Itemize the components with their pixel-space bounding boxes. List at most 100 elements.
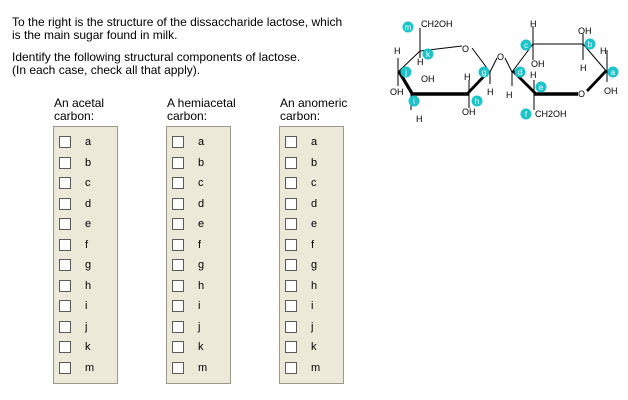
checkbox[interactable] <box>285 136 297 148</box>
option-b[interactable]: b <box>59 155 91 171</box>
option-g[interactable]: g <box>285 257 317 273</box>
option-g[interactable]: g <box>59 257 91 273</box>
checkbox[interactable] <box>172 156 184 169</box>
checkbox[interactable] <box>172 300 184 312</box>
checkbox[interactable] <box>172 136 184 148</box>
option-label: f <box>198 238 202 251</box>
checkbox[interactable] <box>285 361 297 374</box>
option-d[interactable]: d <box>285 196 317 212</box>
checkbox[interactable] <box>285 218 297 230</box>
checkbox[interactable] <box>172 218 184 230</box>
option-f[interactable]: f <box>285 237 314 253</box>
option-m[interactable]: m <box>172 360 207 376</box>
checkbox[interactable] <box>285 259 297 271</box>
option-a[interactable]: a <box>172 134 204 150</box>
label-marker-h <box>471 95 483 107</box>
option-b[interactable]: b <box>285 155 317 171</box>
option-k[interactable]: k <box>285 339 317 355</box>
option-label: c <box>85 177 91 189</box>
checkbox[interactable] <box>285 156 297 169</box>
option-f[interactable]: f <box>172 237 201 253</box>
option-k[interactable]: k <box>59 339 91 355</box>
checkbox[interactable] <box>59 156 71 169</box>
option-label: i <box>85 300 88 312</box>
option-k[interactable]: k <box>172 339 204 355</box>
option-a[interactable]: a <box>59 134 91 150</box>
checkbox[interactable] <box>285 238 297 251</box>
option-i[interactable]: i <box>59 298 87 314</box>
ring-oxygen-1: O <box>462 44 469 54</box>
checkbox[interactable] <box>172 177 184 189</box>
checkbox[interactable] <box>59 259 71 271</box>
svg-text:OH: OH <box>421 74 435 84</box>
checkbox[interactable] <box>172 320 184 333</box>
option-g[interactable]: g <box>172 257 204 273</box>
option-d[interactable]: d <box>59 196 91 212</box>
label-text-m: m <box>405 23 412 32</box>
checkbox[interactable] <box>285 341 297 353</box>
checkbox[interactable] <box>285 177 297 189</box>
checkbox[interactable] <box>59 341 71 353</box>
option-m[interactable]: m <box>59 360 94 376</box>
option-j[interactable]: j <box>285 319 313 335</box>
option-d[interactable]: d <box>172 196 204 212</box>
checkbox[interactable] <box>59 177 71 189</box>
checkbox[interactable] <box>172 238 184 251</box>
checkbox[interactable] <box>285 279 297 292</box>
checkbox[interactable] <box>59 197 71 210</box>
checkbox[interactable] <box>59 300 71 312</box>
option-label: a <box>85 136 92 148</box>
checkbox[interactable] <box>172 361 184 374</box>
option-label: f <box>311 238 315 251</box>
svg-text:H: H <box>530 19 537 29</box>
option-c[interactable]: c <box>285 175 317 191</box>
option-j[interactable]: j <box>172 319 200 335</box>
label-text-e: e <box>539 83 544 92</box>
label-marker-d <box>514 66 526 78</box>
option-e[interactable]: e <box>285 216 317 232</box>
option-label: b <box>85 156 92 169</box>
svg-text:OH: OH <box>578 26 592 36</box>
checkbox[interactable] <box>59 279 71 292</box>
option-label: e <box>198 218 205 230</box>
svg-text:H: H <box>580 63 587 73</box>
option-i[interactable]: i <box>285 298 313 314</box>
label-text-i: i <box>413 97 415 106</box>
option-label: e <box>85 218 92 230</box>
option-h[interactable]: h <box>172 278 204 294</box>
option-f[interactable]: f <box>59 237 88 253</box>
checkbox[interactable] <box>172 259 184 271</box>
option-label: g <box>198 259 205 271</box>
option-m[interactable]: m <box>285 360 320 376</box>
checkbox[interactable] <box>285 197 297 210</box>
checkbox[interactable] <box>59 238 71 251</box>
option-e[interactable]: e <box>172 216 204 232</box>
option-b[interactable]: b <box>172 155 204 171</box>
checkbox[interactable] <box>285 300 297 312</box>
option-c[interactable]: c <box>59 175 91 191</box>
label-marker-g <box>478 66 490 78</box>
checkbox[interactable] <box>59 218 71 230</box>
checkbox[interactable] <box>59 320 71 333</box>
option-label: h <box>311 279 318 292</box>
option-h[interactable]: h <box>285 278 317 294</box>
svg-text:H: H <box>530 70 537 80</box>
option-h[interactable]: h <box>59 278 91 294</box>
checkbox[interactable] <box>59 361 71 374</box>
option-j[interactable]: j <box>59 319 87 335</box>
svg-text:H: H <box>416 114 423 124</box>
option-label: d <box>198 197 205 210</box>
option-c[interactable]: c <box>172 175 204 191</box>
checkbox[interactable] <box>285 320 297 333</box>
checkbox[interactable] <box>172 279 184 292</box>
option-e[interactable]: e <box>59 216 91 232</box>
option-a[interactable]: a <box>285 134 317 150</box>
lactose-structure: CH2OH O O O CH2OH H H OH OH H H OH H H H… <box>390 19 619 124</box>
checkbox[interactable] <box>59 136 71 148</box>
checkbox[interactable] <box>172 341 184 353</box>
label-marker-b <box>584 38 596 50</box>
checkbox[interactable] <box>172 197 184 210</box>
option-label: c <box>198 177 204 189</box>
option-i[interactable]: i <box>172 298 200 314</box>
option-label: d <box>85 197 92 210</box>
